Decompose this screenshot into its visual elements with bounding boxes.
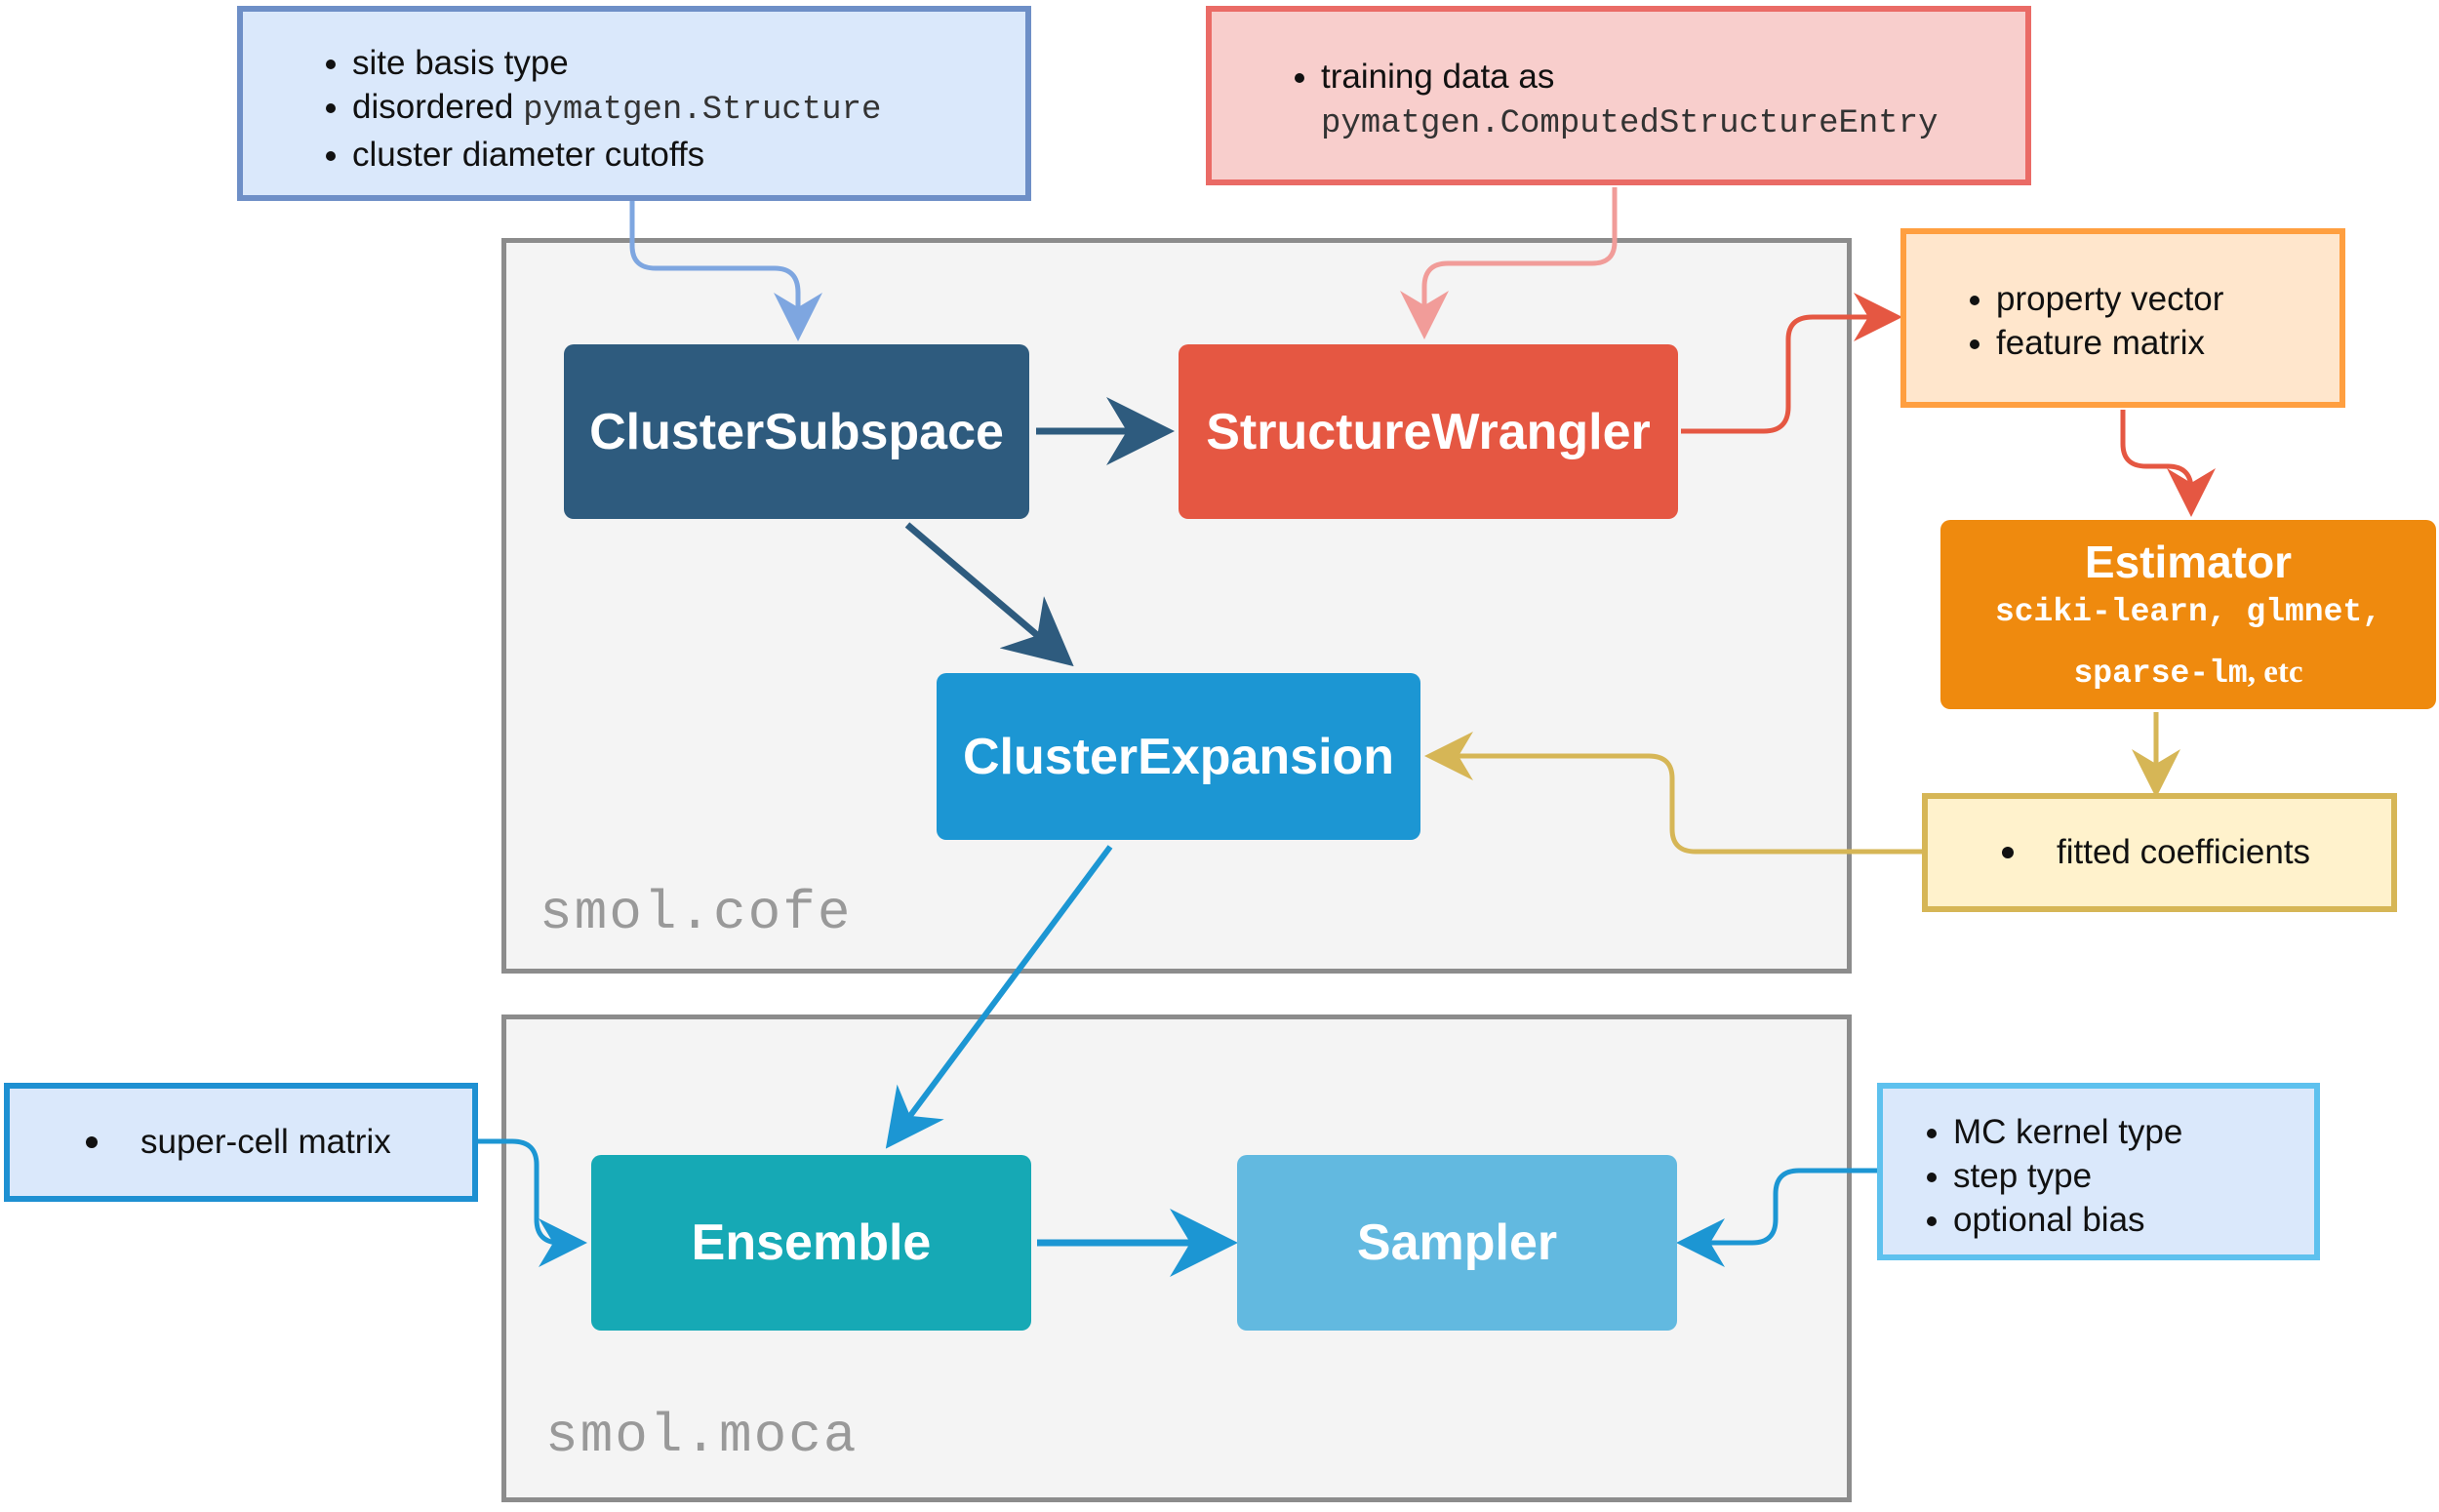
cluster-subspace-node: ClusterSubspace xyxy=(564,344,1029,519)
supercell-text: super-cell matrix xyxy=(140,1123,391,1161)
arrow-wrangler-to-outputs xyxy=(1681,293,1902,434)
bullet-dot xyxy=(86,1136,98,1148)
wrangler-outputs-note: property vector feature matrix xyxy=(1900,228,2345,408)
training-data-note: training data as pymatgen.ComputedStruct… xyxy=(1206,6,2031,185)
subspace-input-basis: site basis type xyxy=(352,41,1006,85)
subspace-input-cutoffs: cluster diameter cutoffs xyxy=(352,133,1006,177)
fitted-coefficients-note: fitted coefficients xyxy=(1922,793,2397,912)
ensemble-node: Ensemble xyxy=(591,1155,1031,1331)
estimator-title: Estimator xyxy=(2084,536,2293,587)
arrow-training-to-wrangler xyxy=(1400,187,1618,339)
sampler-input-bias: optional bias xyxy=(1953,1198,2304,1242)
bullet-dot xyxy=(2002,847,2014,858)
sampler-node: Sampler xyxy=(1237,1155,1677,1331)
estimator-libs-line1: sciki-learn, glmnet, xyxy=(1994,593,2382,630)
sampler-input-kernel: MC kernel type xyxy=(1953,1110,2304,1154)
subspace-input-structure-text: disordered xyxy=(352,88,524,126)
sampler-input-step: step type xyxy=(1953,1154,2304,1198)
subspace-input-structure-code: pymatgen.Structure xyxy=(523,92,882,129)
arrow-inputs-to-subspace xyxy=(629,200,822,341)
structure-wrangler-node: StructureWrangler xyxy=(1179,344,1678,519)
supercell-note: super-cell matrix xyxy=(4,1083,478,1202)
arrow-expansion-to-ensemble xyxy=(885,845,1113,1149)
cluster-expansion-node: ClusterExpansion xyxy=(937,673,1420,840)
estimator-libs-sparselm: sparse-lm xyxy=(2073,655,2248,692)
training-data-item: training data as pymatgen.ComputedStruct… xyxy=(1321,55,2006,146)
smol-cofe-label: smol.cofe xyxy=(540,882,853,944)
estimator-libs-line2: sparse-lm, etc xyxy=(2073,636,2302,695)
subspace-input-structure: disordered pymatgen.Structure xyxy=(352,85,1006,133)
subspace-inputs-note: site basis type disordered pymatgen.Stru… xyxy=(237,6,1031,201)
arrow-supercell-to-ensemble xyxy=(478,1138,587,1267)
training-data-text: training data as xyxy=(1321,58,1555,96)
smol-moca-label: smol.moca xyxy=(545,1405,859,1467)
sampler-inputs-note: MC kernel type step type optional bias xyxy=(1877,1083,2320,1260)
arrow-inputs-to-sampler xyxy=(1676,1168,1877,1267)
output-property-vector: property vector xyxy=(1996,277,2330,321)
training-data-code: pymatgen.ComputedStructureEntry xyxy=(1321,105,1939,142)
estimator-node: Estimator sciki-learn, glmnet, sparse-lm… xyxy=(1940,520,2436,709)
fitted-coefficients-row: fitted coefficients xyxy=(2002,799,2391,906)
estimator-libs-etc: , etc xyxy=(2247,654,2303,690)
arrow-fitted-to-expansion xyxy=(1424,732,1922,855)
arrow-subspace-to-expansion xyxy=(904,522,1074,667)
arrow-outputs-to-estimator xyxy=(2120,410,2216,517)
fitted-coefficients-text: fitted coefficients xyxy=(2057,833,2311,871)
output-feature-matrix: feature matrix xyxy=(1996,321,2330,365)
supercell-row: super-cell matrix xyxy=(86,1089,472,1196)
